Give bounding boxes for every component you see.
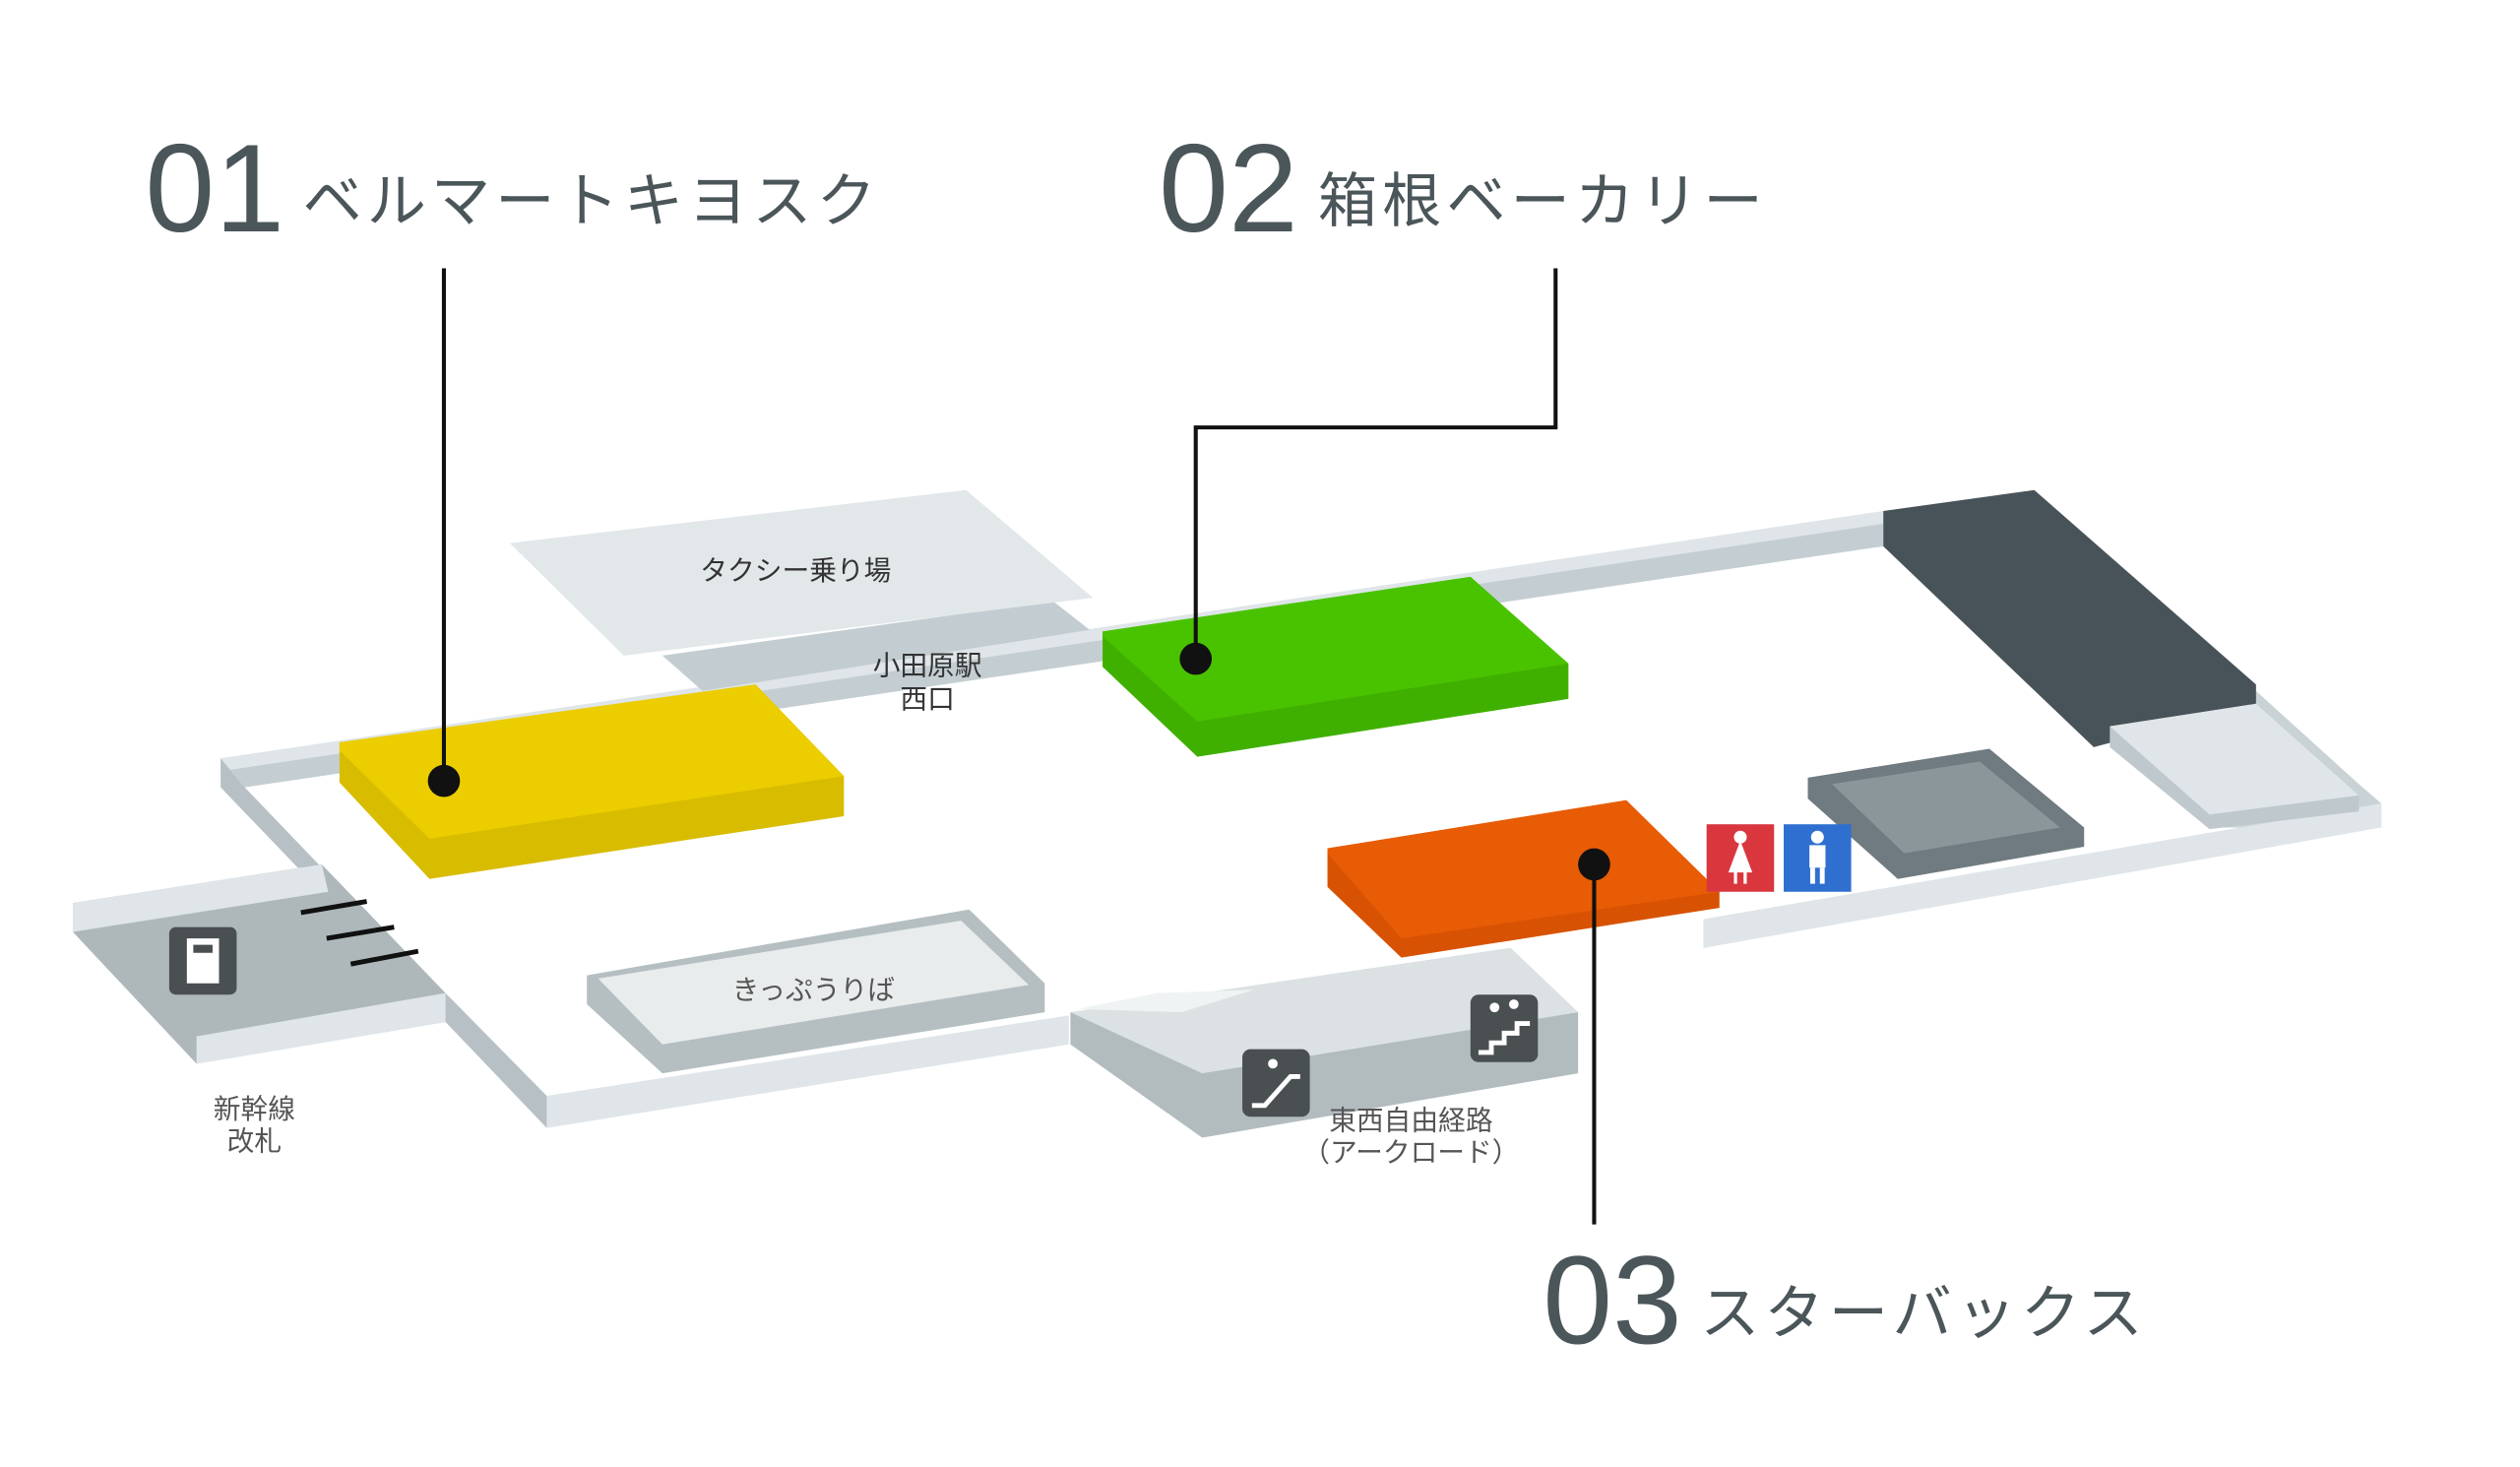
passage-label-1: 東西自由経路 — [1329, 1104, 1492, 1136]
mens-restroom-icon — [1784, 824, 1852, 892]
shinkansen-label-1: 新幹線 — [214, 1093, 295, 1125]
shinkansen-label-2: 改札 — [227, 1124, 282, 1157]
dark-building — [1883, 489, 2256, 747]
passage-label-2: （アークロード） — [1302, 1136, 1519, 1169]
ticket-gates — [300, 899, 419, 967]
shop-02-number: 02 — [1159, 118, 1298, 258]
escalator-icon — [1242, 1049, 1310, 1117]
stairs-icon — [1470, 994, 1539, 1062]
leader-01 — [427, 268, 461, 797]
womens-restroom-icon — [1706, 824, 1775, 892]
shinkansen-icon — [168, 926, 237, 995]
shop-03-name[interactable]: スターバックス — [1700, 1280, 2147, 1349]
west-exit-label-2: 西口 — [900, 683, 954, 716]
shop-02-block[interactable] — [1102, 576, 1569, 757]
gray-box — [1807, 748, 2085, 879]
leader-02 — [1179, 268, 1558, 675]
light-box — [2110, 703, 2360, 830]
shinkansen-gate-area — [72, 864, 446, 1064]
shop-01-block[interactable] — [339, 684, 845, 879]
west-exit-label-1: 小田原駅 — [873, 649, 982, 681]
shop-03-number: 03 — [1543, 1230, 1682, 1370]
taxi-area — [509, 489, 1094, 691]
shop-01-number: 01 — [145, 118, 284, 258]
shop-01-name[interactable]: ベルマートキヨスク — [302, 167, 880, 236]
leader-03 — [1578, 848, 1610, 1225]
shop-02-name[interactable]: 箱根ベーカリー — [1318, 167, 1768, 236]
taxi-label: タクシー乗り場 — [700, 554, 891, 587]
ticket-office-label: きっぷうりば — [732, 974, 895, 1006]
ticket-office[interactable] — [587, 909, 1045, 1074]
shop-03-block[interactable] — [1327, 799, 1720, 958]
east-west-passage[interactable] — [1070, 947, 1579, 1138]
